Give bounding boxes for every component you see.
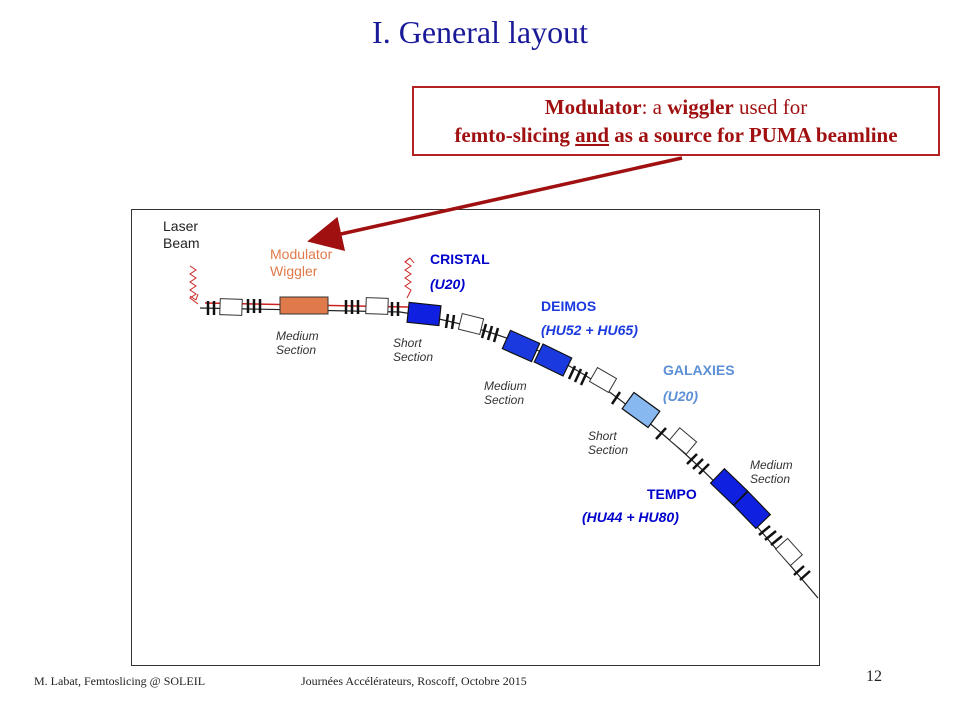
dipole-boxes [219, 297, 804, 567]
deimos-undulator-label: (HU52 + HU65) [541, 322, 638, 338]
short-section-2-line1: Short [588, 429, 617, 443]
cristal-label: CRISTAL [430, 251, 490, 267]
cristal-undulator-label: (U20) [430, 276, 465, 292]
deimos-label: DEIMOS [541, 298, 596, 314]
footer-event: Journées Accélérateurs, Roscoff, Octobre… [301, 674, 527, 688]
laser-out-wave [404, 257, 412, 299]
tempo-label: TEMPO [647, 486, 697, 502]
undulators [406, 301, 772, 530]
footer-author: M. Labat, Femtoslicing @ SOLEIL [34, 674, 206, 688]
callout-arrow [307, 156, 683, 251]
short-section-2-line2: Section [588, 443, 628, 457]
laser-out-arrowhead [404, 257, 415, 264]
laser-in-wave [189, 265, 199, 305]
galaxies-undulator-label: (U20) [663, 388, 698, 404]
page-title: I. General layout [372, 14, 588, 50]
tempo-undulator-label: (HU44 + HU80) [582, 509, 679, 525]
short-section-1-line2: Section [393, 350, 433, 364]
short-section-1-line1: Short [393, 336, 422, 350]
page-number: 12 [866, 668, 882, 685]
diagram-frame [131, 209, 820, 666]
laser-in-arrowhead [189, 293, 199, 301]
medium-section-1-line2: Section [276, 343, 316, 357]
medium-section-2-line2: Section [484, 393, 524, 407]
callout-line-1: Modulator: a wiggler used for [544, 95, 808, 119]
magnet-ticks [206, 299, 811, 581]
modulator-wiggler [279, 296, 329, 315]
medium-section-2-line1: Medium [484, 379, 527, 393]
medium-section-1-line1: Medium [276, 329, 319, 343]
beam-label: Beam [163, 235, 200, 251]
wiggler-label: Wiggler [270, 263, 318, 279]
laser-label: Laser [163, 218, 198, 234]
callout-line-2: femto-slicing and as a source for PUMA b… [454, 123, 898, 147]
modulator-label: Modulator [270, 246, 333, 262]
galaxies-label: GALAXIES [663, 362, 735, 378]
medium-section-3-line2: Section [750, 472, 790, 486]
modulator-callout-box: Modulator: a wiggler used for femto-slic… [412, 86, 940, 156]
medium-section-3-line1: Medium [750, 458, 793, 472]
